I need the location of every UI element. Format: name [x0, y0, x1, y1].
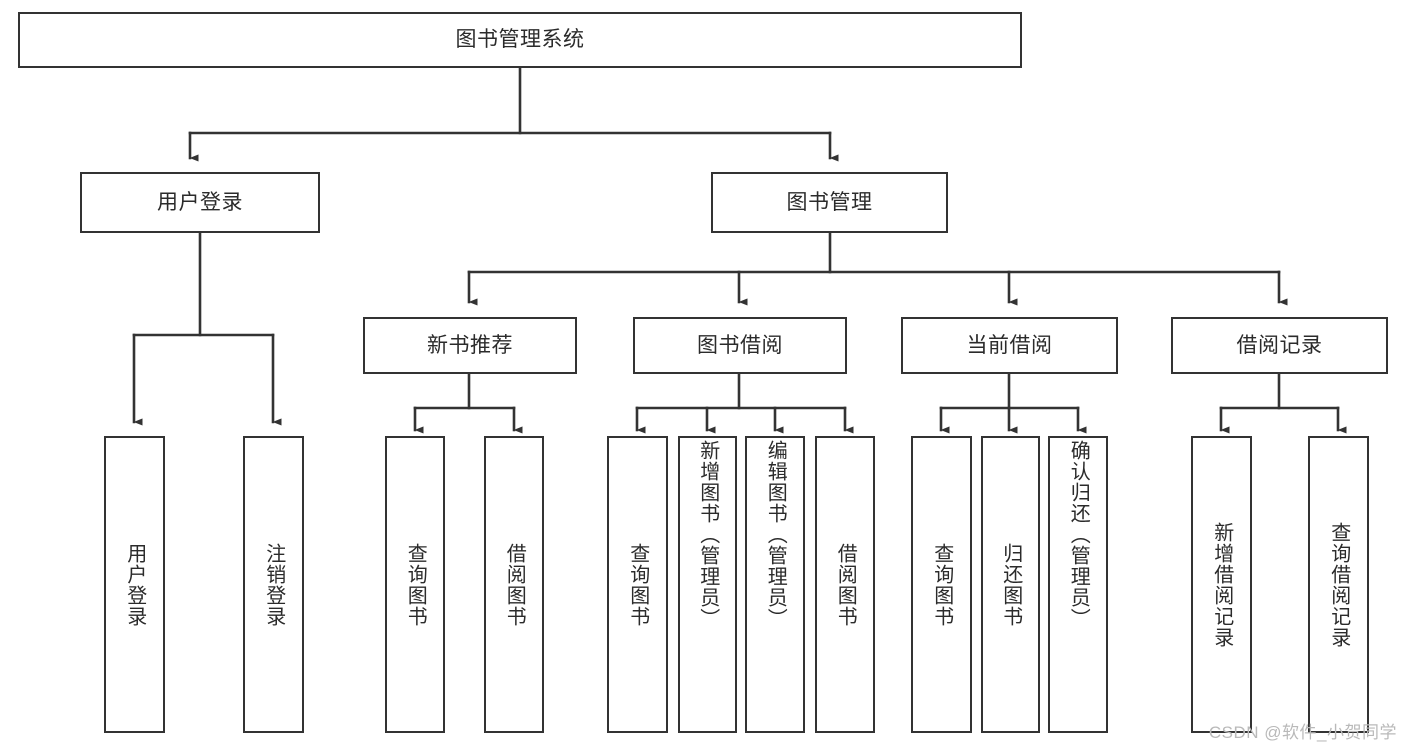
leaf-query-book-current[interactable]: 查询图书 — [911, 436, 972, 733]
node-new-book-recommend[interactable]: 新书推荐 — [363, 317, 577, 374]
leaf-query-book-borrow[interactable]: 查询图书 — [607, 436, 668, 733]
node-book-borrow[interactable]: 图书借阅 — [633, 317, 847, 374]
node-label: 借阅图书 — [834, 542, 857, 627]
node-label: 图书管理系统 — [455, 28, 585, 52]
node-label: 注销登录 — [262, 542, 285, 627]
node-label: 编辑图书（管理员） — [764, 440, 787, 629]
leaf-user-login[interactable]: 用户登录 — [104, 436, 165, 733]
leaf-edit-book-admin[interactable]: 编辑图书（管理员） — [745, 436, 805, 733]
node-label: 新书推荐 — [427, 333, 513, 357]
node-label: 查询借阅记录 — [1327, 521, 1350, 648]
node-label: 用户登录 — [157, 190, 243, 214]
node-label: 确认归还（管理员） — [1067, 440, 1090, 629]
node-label: 查询图书 — [404, 542, 427, 627]
node-label: 图书借阅 — [697, 333, 783, 357]
leaf-query-book-recommend[interactable]: 查询图书 — [385, 436, 445, 733]
node-root-book-management-system[interactable]: 图书管理系统 — [18, 12, 1022, 68]
node-borrow-record[interactable]: 借阅记录 — [1171, 317, 1388, 374]
node-label: 查询图书 — [930, 542, 953, 627]
leaf-borrow-book-recommend[interactable]: 借阅图书 — [484, 436, 544, 733]
leaf-add-book-admin[interactable]: 新增图书（管理员） — [678, 436, 737, 733]
leaf-confirm-return-admin[interactable]: 确认归还（管理员） — [1048, 436, 1108, 733]
node-user-login[interactable]: 用户登录 — [80, 172, 320, 233]
node-label: 查询图书 — [626, 542, 649, 627]
node-label: 当前借阅 — [966, 333, 1053, 357]
leaf-borrow-book-borrow[interactable]: 借阅图书 — [815, 436, 875, 733]
node-label: 借阅图书 — [503, 542, 526, 627]
leaf-logout-login[interactable]: 注销登录 — [243, 436, 304, 733]
leaf-return-book[interactable]: 归还图书 — [981, 436, 1040, 733]
node-label: 新增借阅记录 — [1210, 521, 1233, 648]
node-current-borrow[interactable]: 当前借阅 — [901, 317, 1118, 374]
leaf-query-borrow-record[interactable]: 查询借阅记录 — [1308, 436, 1369, 733]
node-label: 借阅记录 — [1236, 333, 1323, 357]
leaf-add-borrow-record[interactable]: 新增借阅记录 — [1191, 436, 1252, 733]
node-label: 用户登录 — [123, 542, 146, 627]
node-label: 图书管理 — [786, 190, 873, 214]
node-book-management[interactable]: 图书管理 — [711, 172, 948, 233]
node-label: 归还图书 — [999, 542, 1022, 627]
node-label: 新增图书（管理员） — [696, 440, 719, 629]
